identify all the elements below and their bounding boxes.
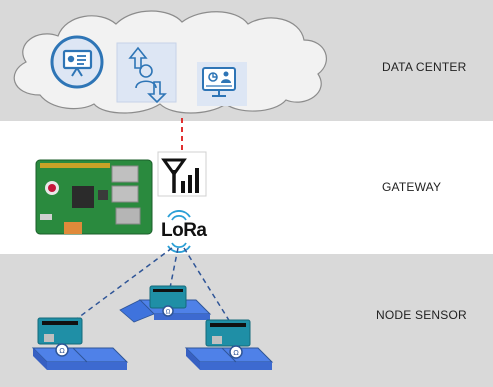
svg-text:Ω: Ω — [166, 309, 171, 316]
data-center-label: DATA CENTER — [382, 60, 467, 74]
lora-wave-icon — [167, 210, 191, 253]
presentation-icon — [50, 35, 104, 89]
svg-text:Ω: Ω — [59, 347, 65, 355]
analytics-monitor-icon — [197, 62, 247, 106]
signal-bars-icon — [157, 151, 207, 197]
sensor-node-right: Ω — [184, 319, 274, 370]
node-sensor-label: NODE SENSOR — [376, 308, 467, 322]
sensor-node-center: Ω — [119, 285, 212, 323]
raspberry-pi-icon — [35, 159, 153, 235]
gateway-label: GATEWAY — [382, 180, 442, 194]
lora-logo: LoRa — [161, 220, 207, 241]
svg-text:Ω: Ω — [233, 349, 239, 357]
user-flow-icon — [116, 42, 177, 104]
sensor-node-left: Ω — [31, 317, 129, 370]
